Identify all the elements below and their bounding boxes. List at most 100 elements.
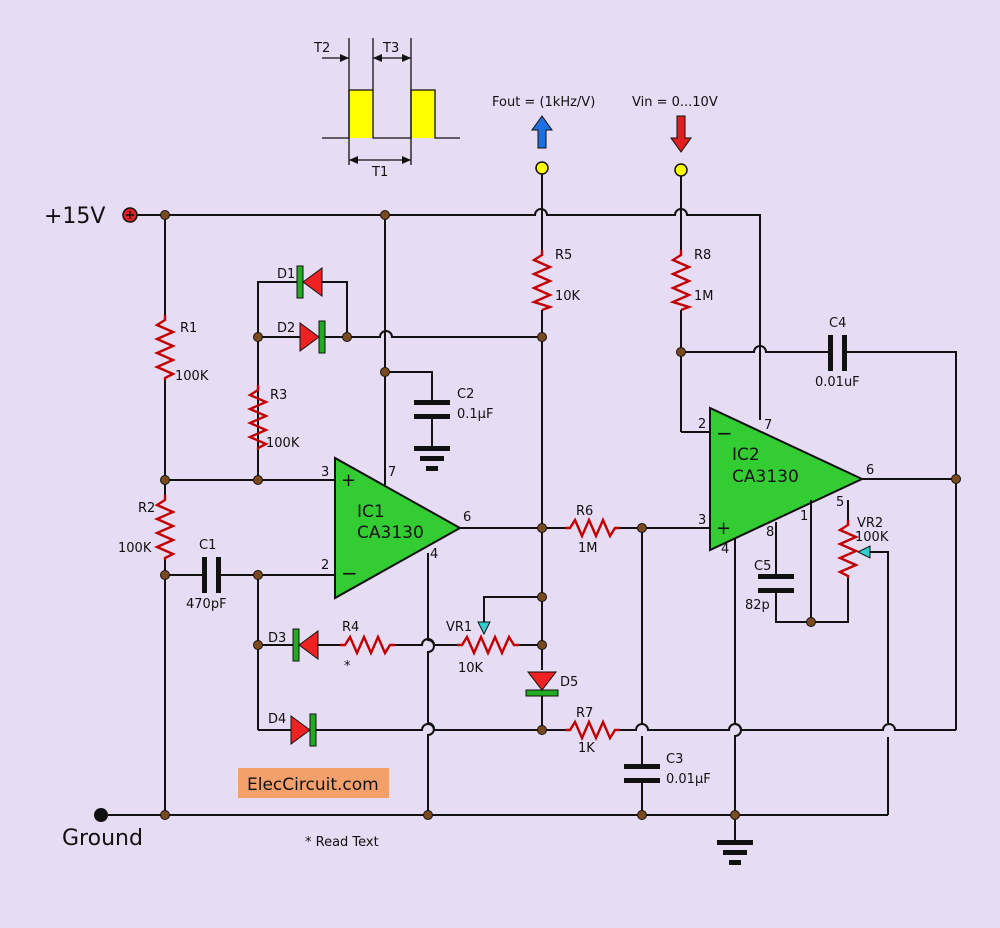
r2-value: 100K [118, 541, 152, 556]
c4-capacitor [828, 335, 847, 371]
vin-label: Vin = 0...10V [632, 95, 718, 110]
ic1-pin4: 4 [430, 547, 438, 562]
r1-value: 100K [175, 369, 209, 384]
vin-terminal [674, 163, 688, 177]
vr2-value: 100K [855, 530, 889, 545]
r3-resistor [247, 385, 269, 450]
c3-capacitor [624, 764, 660, 783]
c4-value: 0.01uF [815, 375, 860, 390]
d1-diode [296, 265, 323, 299]
ic1-opamp [334, 456, 463, 600]
fout-terminal [535, 161, 549, 175]
ic2-opamp [709, 406, 865, 552]
r4-resistor [340, 634, 395, 656]
ic2-part: CA3130 [732, 467, 799, 487]
pulse-2 [411, 90, 435, 138]
r5-ref: R5 [555, 248, 572, 263]
ic1-pin3: 3 [321, 465, 329, 480]
fout-label: Fout = (1kHz/V) [492, 95, 595, 110]
d2-diode [299, 320, 326, 354]
t1-label: T1 [371, 165, 388, 180]
r8-value: 1M [694, 289, 714, 304]
ic2-pin4: 4 [721, 542, 729, 557]
vr1-value: 10K [458, 661, 484, 676]
plus-15v-label: +15V [44, 204, 105, 229]
d4-diode [290, 713, 317, 747]
ic2-pin2: 2 [698, 417, 706, 432]
junction-dots [160, 210, 961, 820]
c2-capacitor [414, 400, 450, 419]
t2-label: T2 [313, 41, 330, 56]
r1-resistor [154, 315, 176, 380]
r5-value: 10K [555, 289, 581, 304]
vr1-potentiometer [457, 634, 519, 656]
ic2-pin7: 7 [764, 418, 772, 433]
ic1-minus-sign: − [341, 561, 358, 585]
c3-ref: C3 [666, 752, 683, 767]
r6-ref: R6 [576, 504, 593, 519]
ic2-plus-sign: + [716, 518, 731, 539]
d5-ref: D5 [560, 675, 578, 690]
ic1-pin6: 6 [463, 510, 471, 525]
brand-text: ElecCircuit.com [247, 775, 379, 795]
ground-terminal [94, 808, 108, 822]
r3-ref: R3 [270, 388, 287, 403]
pulse-1 [349, 90, 373, 138]
ic1-pin7: 7 [388, 465, 396, 480]
ic2-pin3: 3 [698, 513, 706, 528]
ic1-plus-sign: + [341, 470, 356, 491]
d3-diode [292, 628, 319, 662]
vin-arrow-icon [670, 115, 692, 153]
vr2-potentiometer [837, 520, 859, 578]
r2-ref: R2 [138, 501, 155, 516]
brand-badge [238, 768, 389, 798]
r4-value: * [344, 659, 351, 674]
ic2-pin5: 5 [836, 495, 844, 510]
ic2-minus-sign: − [716, 421, 733, 445]
c5-value: 82p [745, 598, 770, 613]
timing-waveform: T2 T3 T1 [313, 38, 460, 180]
r2-resistor [154, 495, 176, 560]
fout-arrow-icon [531, 115, 553, 149]
ic2-pin8: 8 [766, 525, 774, 540]
c5-capacitor [758, 574, 794, 593]
vr2-wiper [856, 545, 871, 559]
ic2-name: IC2 [732, 445, 760, 465]
vr2-ref: VR2 [857, 516, 883, 531]
vr1-wiper [477, 621, 491, 636]
t3-label: T3 [382, 41, 399, 56]
r1-ref: R1 [180, 321, 197, 336]
read-text-note: * Read Text [305, 835, 379, 850]
vr1-ref: VR1 [446, 620, 472, 635]
r6-value: 1M [578, 541, 598, 556]
r5-resistor [530, 250, 554, 312]
ic1-name: IC1 [357, 502, 385, 522]
r4-ref: R4 [342, 620, 359, 635]
r7-value: 1K [578, 741, 595, 756]
ic2-ground-symbol [717, 840, 753, 865]
d2-ref: D2 [277, 321, 295, 336]
d5-diode [525, 671, 559, 697]
ic2-pin6: 6 [866, 463, 874, 478]
ic1-pin2: 2 [321, 558, 329, 573]
r8-ref: R8 [694, 248, 711, 263]
c2-ground-symbol [414, 446, 450, 471]
r7-ref: R7 [576, 706, 593, 721]
r7-resistor [565, 719, 620, 741]
ground-label: Ground [62, 826, 143, 851]
d4-ref: D4 [268, 712, 286, 727]
d3-ref: D3 [268, 631, 286, 646]
r3-value: 100K [266, 436, 300, 451]
c2-ref: C2 [457, 387, 474, 402]
c4-ref: C4 [829, 316, 846, 331]
ic2-pin1: 1 [800, 509, 808, 524]
c1-ref: C1 [199, 538, 216, 553]
ic1-part: CA3130 [357, 523, 424, 543]
c5-ref: C5 [754, 559, 771, 574]
d1-ref: D1 [277, 267, 295, 282]
c1-capacitor [202, 557, 221, 593]
r8-resistor [669, 250, 693, 312]
c1-value: 470pF [186, 597, 227, 612]
r6-resistor [565, 517, 620, 539]
